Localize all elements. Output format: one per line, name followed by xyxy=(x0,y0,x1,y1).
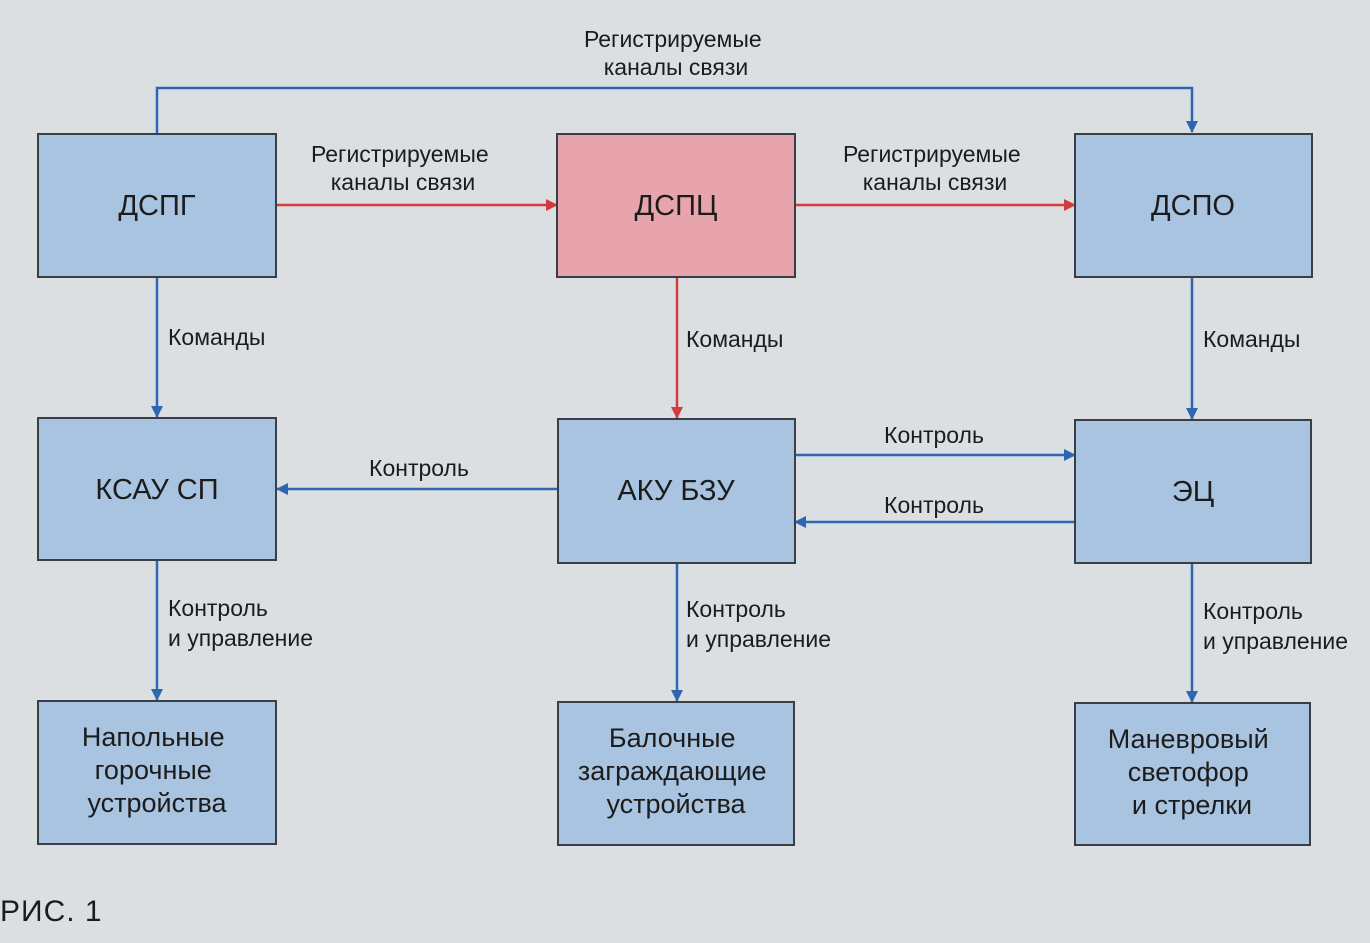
node-dspc-label: ДСПЦ xyxy=(635,190,718,222)
node-ksau: КСАУ СП xyxy=(37,417,277,561)
label-commands-mid: Команды xyxy=(686,326,783,352)
label-dspg-dspc: Регистрируемые каналы связи xyxy=(311,141,495,195)
label-cm-mid: Контроль и управление xyxy=(686,596,831,652)
node-floor: Напольные горочные устройства xyxy=(37,700,277,845)
node-shunt-label: Маневровый светофор и стрелки xyxy=(1108,724,1276,820)
node-ec-label: ЭЦ xyxy=(1172,476,1214,508)
arrow-dspg-dspo xyxy=(155,86,1198,134)
node-shunt: Маневровый светофор и стрелки xyxy=(1074,702,1311,846)
label-commands-right: Команды xyxy=(1203,326,1300,352)
node-dspc: ДСПЦ xyxy=(556,133,796,278)
node-ec: ЭЦ xyxy=(1074,419,1312,564)
node-dspg: ДСПГ xyxy=(37,133,277,278)
node-beam-label: Балочные заграждающие устройства xyxy=(578,723,774,819)
node-dspo-label: ДСПО xyxy=(1151,190,1235,222)
connections xyxy=(151,86,1198,703)
label-dspc-dspo: Регистрируемые каналы связи xyxy=(843,141,1027,195)
label-commands-left: Команды xyxy=(168,324,265,350)
label-top-arc: Регистрируемые каналы связи xyxy=(584,26,768,80)
node-aku: АКУ БЗУ xyxy=(557,418,796,564)
node-beam: Балочные заграждающие устройства xyxy=(557,701,795,846)
node-aku-label: АКУ БЗУ xyxy=(617,475,735,507)
figure-caption: РИС. 1 xyxy=(0,895,103,928)
node-dspg-label: ДСПГ xyxy=(118,190,195,222)
label-cm-right: Контроль и управление xyxy=(1203,598,1348,654)
label-cm-left: Контроль и управление xyxy=(168,595,313,651)
node-floor-label: Напольные горочные устройства xyxy=(82,722,232,818)
label-control-ec-aku: Контроль xyxy=(884,492,984,518)
label-control-aku-ec: Контроль xyxy=(884,422,984,448)
node-ksau-label: КСАУ СП xyxy=(95,474,218,506)
label-control-aku-ksau: Контроль xyxy=(369,455,469,481)
node-dspo: ДСПО xyxy=(1074,133,1313,278)
